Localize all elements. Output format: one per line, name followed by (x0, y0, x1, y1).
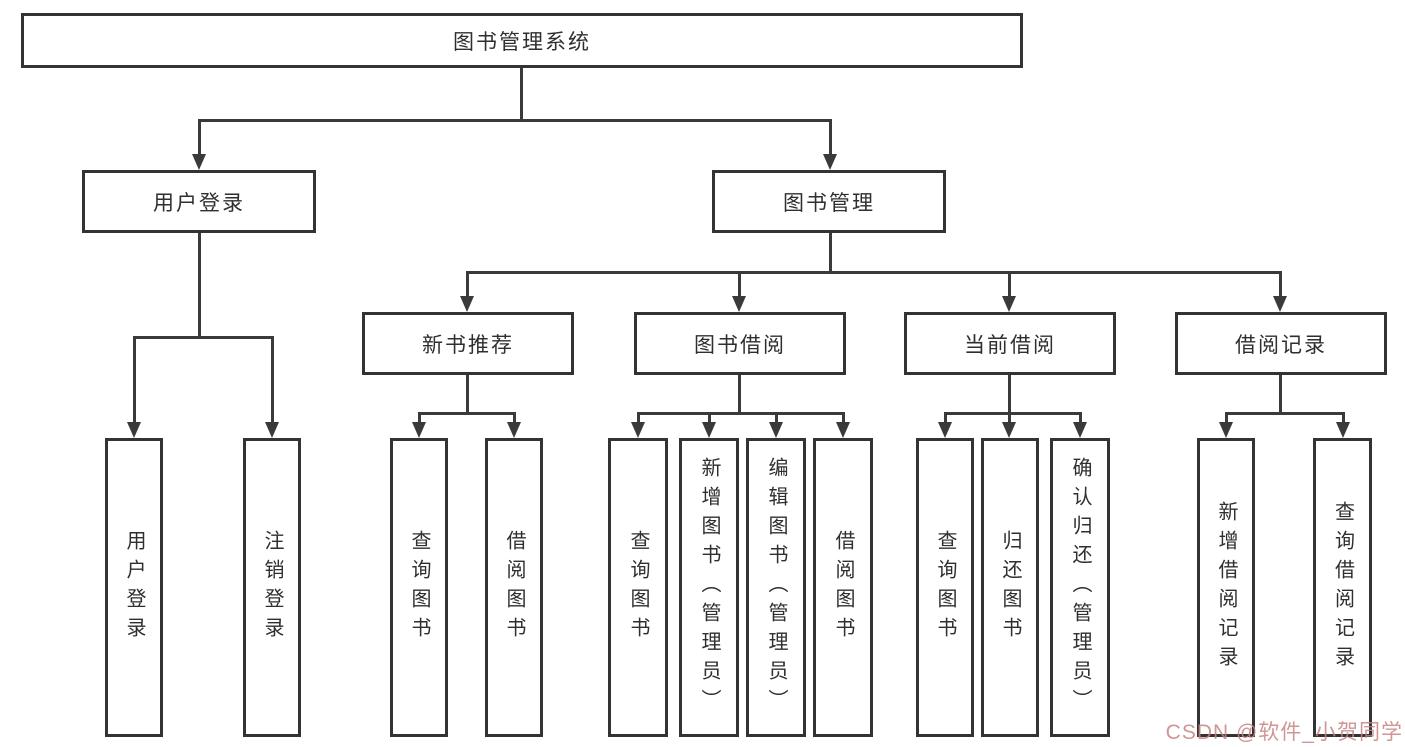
connector-line (1279, 375, 1282, 412)
leaf-add-books-admin: 新增图书（管理员） (679, 438, 739, 737)
leaf-query-books-current: 查询图书 (916, 438, 974, 737)
leaf-query-books-current-label: 查询图书 (934, 529, 956, 646)
arrowhead-down-icon (823, 154, 837, 170)
connector-line (1008, 412, 1011, 424)
leaf-add-books-admin-label: 新增图书（管理员） (698, 457, 720, 718)
arrowhead-down-icon (460, 296, 474, 312)
connector-line (1279, 271, 1282, 298)
connector-line (466, 271, 469, 298)
node-current-borrowing: 当前借阅 (904, 312, 1116, 375)
connector-line (738, 375, 741, 412)
connector-line (133, 336, 136, 424)
arrowhead-down-icon (1336, 422, 1350, 438)
connector-line (944, 412, 1082, 415)
connector-line (198, 233, 201, 336)
connector-line (637, 412, 845, 415)
connector-line (1225, 412, 1228, 424)
connector-line (637, 412, 640, 424)
connector-line (708, 412, 711, 424)
leaf-logout-label: 注销登录 (261, 529, 283, 646)
arrowhead-down-icon (127, 422, 141, 438)
connector-line (1008, 271, 1011, 298)
leaf-add-borrow-record: 新增借阅记录 (1197, 438, 1255, 737)
arrowhead-down-icon (192, 154, 206, 170)
node-new-book-recommend: 新书推荐 (362, 312, 574, 375)
connector-line (466, 271, 1282, 274)
arrowhead-down-icon (1219, 422, 1233, 438)
arrowhead-down-icon (836, 422, 850, 438)
connector-line (133, 336, 274, 339)
connector-line (513, 412, 516, 424)
node-borrow-records: 借阅记录 (1175, 312, 1387, 375)
leaf-borrow-books-recommend-label: 借阅图书 (503, 529, 525, 646)
arrowhead-down-icon (507, 422, 521, 438)
leaf-query-borrow-record: 查询借阅记录 (1313, 438, 1372, 737)
leaf-return-books: 归还图书 (981, 438, 1039, 737)
connector-line (944, 412, 947, 424)
watermark: CSDN @软件_小贺同学 (1165, 721, 1403, 744)
arrowhead-down-icon (702, 422, 716, 438)
connector-line (466, 375, 469, 412)
arrowhead-down-icon (732, 296, 746, 312)
connector-line (842, 412, 845, 424)
connector-line (829, 233, 832, 271)
node-book-borrowing-label: 图书借阅 (694, 333, 786, 357)
arrowhead-down-icon (769, 422, 783, 438)
leaf-query-borrow-record-label: 查询借阅记录 (1331, 500, 1354, 675)
leaf-query-books-borrow-label: 查询图书 (627, 529, 649, 646)
node-book-borrowing: 图书借阅 (634, 312, 846, 375)
leaf-query-books-borrow: 查询图书 (608, 438, 668, 737)
connector-line (271, 336, 274, 424)
node-new-book-recommend-label: 新书推荐 (422, 333, 514, 357)
leaf-logout: 注销登录 (243, 438, 301, 737)
leaf-user-login-label: 用户登录 (123, 529, 145, 646)
node-current-borrowing-label: 当前借阅 (964, 333, 1056, 357)
connector-line (418, 412, 421, 424)
arrowhead-down-icon (412, 422, 426, 438)
connector-line (418, 412, 516, 415)
leaf-user-login: 用户登录 (105, 438, 163, 737)
connector-line (1342, 412, 1345, 424)
leaf-return-books-label: 归还图书 (999, 529, 1021, 646)
arrowhead-down-icon (1073, 422, 1087, 438)
connector-line (1079, 412, 1082, 424)
connector-line (520, 68, 523, 119)
node-library-system: 图书管理系统 (21, 13, 1023, 68)
connector-line (1008, 375, 1011, 412)
connector-line (829, 119, 832, 157)
leaf-add-borrow-record-label: 新增借阅记录 (1215, 500, 1237, 675)
leaf-query-books-recommend-label: 查询图书 (408, 529, 430, 646)
connector-line (1225, 412, 1345, 415)
node-library-system-label: 图书管理系统 (453, 30, 591, 54)
connector-line (738, 271, 741, 298)
node-user-login: 用户登录 (82, 170, 316, 233)
arrowhead-down-icon (1002, 296, 1016, 312)
leaf-edit-books-admin-label: 编辑图书（管理员） (765, 457, 787, 718)
leaf-borrow-books: 借阅图书 (813, 438, 873, 737)
leaf-edit-books-admin: 编辑图书（管理员） (746, 438, 806, 737)
arrowhead-down-icon (265, 422, 279, 438)
arrowhead-down-icon (1273, 296, 1287, 312)
leaf-borrow-books-label: 借阅图书 (832, 529, 854, 646)
leaf-confirm-return-admin-label: 确认归还（管理员） (1069, 457, 1091, 718)
node-user-login-label: 用户登录 (153, 191, 245, 215)
arrowhead-down-icon (631, 422, 645, 438)
node-borrow-records-label: 借阅记录 (1235, 333, 1327, 357)
connector-line (775, 412, 778, 424)
leaf-borrow-books-recommend: 借阅图书 (485, 438, 543, 737)
arrowhead-down-icon (938, 422, 952, 438)
node-book-management: 图书管理 (712, 170, 946, 233)
arrowhead-down-icon (1002, 422, 1016, 438)
node-book-management-label: 图书管理 (783, 191, 875, 215)
leaf-query-books-recommend: 查询图书 (390, 438, 448, 737)
connector-line (198, 119, 831, 122)
connector-line (198, 119, 201, 157)
leaf-confirm-return-admin: 确认归还（管理员） (1050, 438, 1110, 737)
